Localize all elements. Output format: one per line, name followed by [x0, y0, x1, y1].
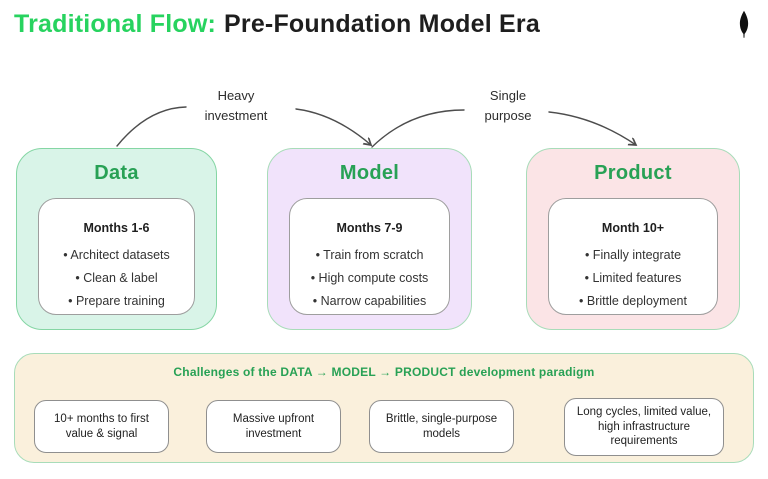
challenges-title: Challenges of the DATA → MODEL → PRODUCT… — [173, 365, 595, 379]
mongodb-leaf-icon — [739, 10, 749, 38]
bullet-item: • High compute costs — [310, 271, 429, 285]
challenge-item: Brittle, single-purpose models — [369, 400, 514, 453]
stage-data-card: Months 1-6 • Architect datasets • Clean … — [38, 198, 195, 315]
bullet-item: • Finally integrate — [584, 248, 682, 262]
annotation-line: Single — [489, 88, 527, 103]
stage-data: Data Months 1-6 • Architect datasets • C… — [16, 148, 217, 330]
page-title-rest: Pre-Foundation Model Era — [224, 10, 540, 38]
challenge-item: 10+ months to first value & signal — [34, 400, 169, 453]
annotation-line: purpose — [484, 108, 532, 123]
stage-product-period: Month 10+ — [601, 221, 665, 235]
annotation-heavy-investment: Heavy investment — [171, 86, 301, 126]
annotation-line: investment — [204, 108, 268, 123]
stage-data-period: Months 1-6 — [83, 221, 150, 235]
page-title: Traditional Flow:Pre-Foundation Model Er… — [14, 10, 540, 39]
stage-model-title: Model — [339, 162, 400, 184]
challenges-panel: Challenges of the DATA → MODEL → PRODUCT… — [14, 353, 754, 463]
bullet-item: • Clean & label — [75, 271, 158, 285]
page-title-highlight: Traditional Flow: — [14, 10, 217, 38]
challenge-item: Massive upfront investment — [206, 400, 341, 453]
bullet-item: • Narrow capabilities — [312, 294, 427, 308]
stage-model-bullets: • Train from scratch • High compute cost… — [290, 244, 449, 313]
stage-product-card: Month 10+ • Finally integrate • Limited … — [548, 198, 718, 315]
stage-model: Model Months 7-9 • Train from scratch • … — [267, 148, 472, 330]
challenge-item: Long cycles, limited value, high infrast… — [564, 398, 724, 456]
bullet-item: • Brittle deployment — [579, 294, 687, 308]
stage-model-card: Months 7-9 • Train from scratch • High c… — [289, 198, 450, 315]
stage-product-title: Product — [594, 162, 672, 184]
annotation-single-purpose: Single purpose — [443, 86, 573, 126]
stage-product-bullets: • Finally integrate • Limited features •… — [549, 244, 717, 313]
bullet-item: • Architect datasets — [63, 248, 170, 262]
bullet-item: • Limited features — [584, 271, 682, 285]
stage-data-title: Data — [94, 162, 139, 184]
stage-data-bullets: • Architect datasets • Clean & label • P… — [39, 244, 194, 313]
annotation-line: Heavy — [217, 88, 255, 103]
arrow-label-to-model — [295, 108, 371, 145]
stage-product: Product Month 10+ • Finally integrate • … — [526, 148, 740, 330]
bullet-item: • Prepare training — [68, 294, 165, 308]
stage-model-period: Months 7-9 — [336, 221, 403, 235]
bullet-item: • Train from scratch — [315, 248, 424, 262]
